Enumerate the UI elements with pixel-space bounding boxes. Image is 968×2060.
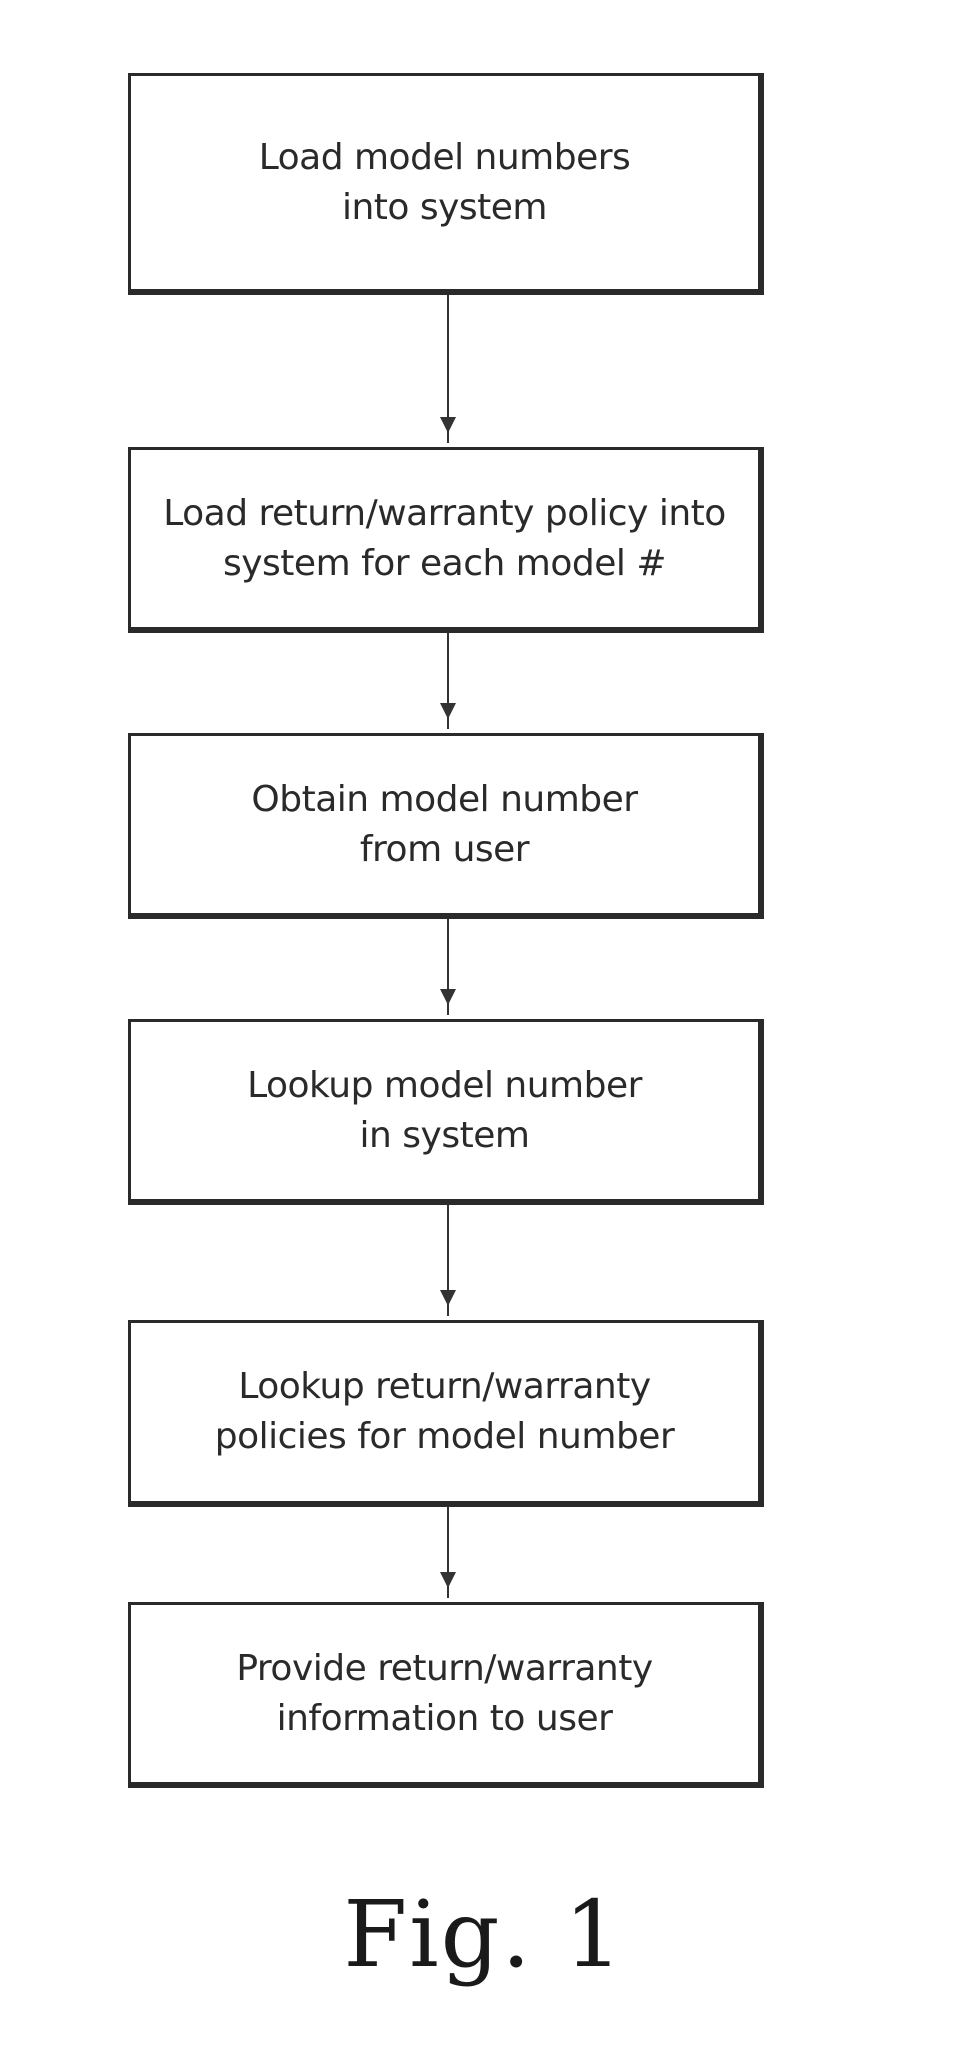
flowchart-step-lookup-model-number: Lookup model number in system bbox=[128, 1019, 764, 1205]
figure-caption: Fig. 1 bbox=[0, 1880, 968, 1990]
arrowhead bbox=[440, 1572, 456, 1588]
flowchart-step-load-model-numbers: Load model numbers into system bbox=[128, 73, 764, 295]
step-label: Lookup return/warranty policies for mode… bbox=[215, 1362, 675, 1462]
arrowhead bbox=[440, 703, 456, 719]
step-label: Provide return/warranty information to u… bbox=[236, 1644, 652, 1744]
step-label: Obtain model number from user bbox=[251, 775, 637, 875]
flowchart-step-load-policy: Load return/warranty policy into system … bbox=[128, 447, 764, 633]
arrowhead bbox=[440, 1290, 456, 1306]
flowchart-step-provide-information: Provide return/warranty information to u… bbox=[128, 1602, 764, 1788]
flowchart-step-obtain-model-number: Obtain model number from user bbox=[128, 733, 764, 919]
flowchart-step-lookup-policies: Lookup return/warranty policies for mode… bbox=[128, 1320, 764, 1507]
step-label: Lookup model number in system bbox=[247, 1061, 642, 1161]
arrowhead bbox=[440, 989, 456, 1005]
step-label: Load return/warranty policy into system … bbox=[163, 489, 726, 589]
arrowhead bbox=[440, 417, 456, 433]
step-label: Load model numbers into system bbox=[259, 133, 631, 233]
